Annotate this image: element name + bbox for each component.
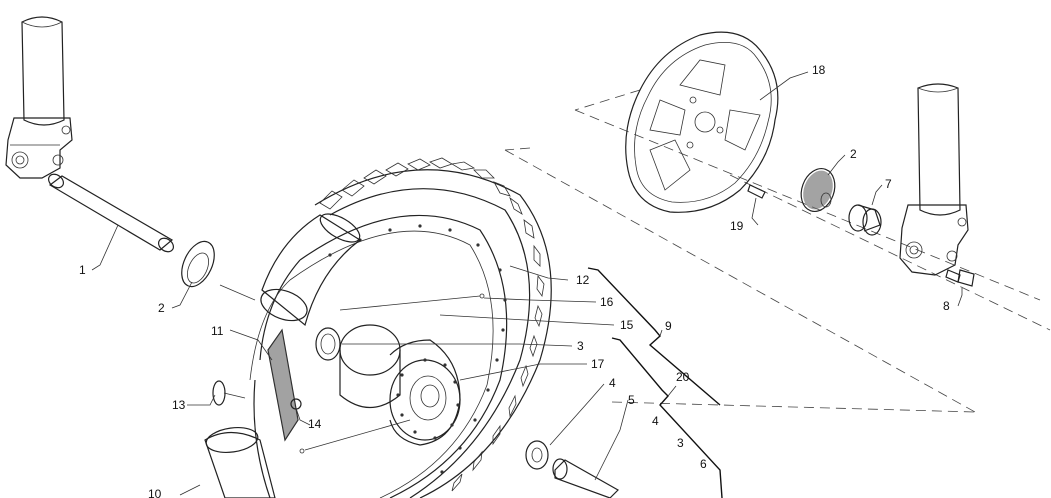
callout-1: 1 <box>79 263 86 277</box>
assembly-axis-lines <box>504 89 1051 413</box>
callout-13: 13 <box>172 398 186 412</box>
lower-spacer-parts <box>525 440 619 498</box>
callout-4-right: 4 <box>652 414 659 428</box>
callout-labels: 1 2 11 13 14 10 12 16 15 9 3 17 20 4 5 4… <box>79 63 950 498</box>
callout-11: 11 <box>211 324 224 338</box>
callout-20: 20 <box>676 370 690 384</box>
fork-leg-left-icon <box>5 16 73 179</box>
callout-7: 7 <box>885 177 892 191</box>
leader-lines <box>91 71 963 496</box>
callout-16: 16 <box>600 295 614 309</box>
hub-part <box>339 324 461 446</box>
fork-leg-right-icon <box>899 83 969 276</box>
group-bracket-20 <box>611 337 723 498</box>
group-bracket-9 <box>587 267 721 406</box>
callout-2-left: 2 <box>158 301 165 315</box>
spacer-right-part <box>800 168 836 212</box>
callout-3-upper: 3 <box>577 339 584 353</box>
callout-3-lower: 3 <box>677 436 684 450</box>
callout-18: 18 <box>812 63 826 77</box>
brake-disc-icon <box>625 31 779 213</box>
spoke-part <box>299 293 485 454</box>
callout-9: 9 <box>665 319 672 333</box>
disc-bolt-part <box>747 184 766 199</box>
callout-2-right: 2 <box>850 147 857 161</box>
callout-5: 5 <box>628 393 635 407</box>
bearing-left-part <box>315 327 341 361</box>
callout-12: 12 <box>576 273 590 287</box>
inner-tube-part <box>204 213 362 498</box>
spacer-left-part <box>181 240 215 288</box>
callout-6: 6 <box>700 457 707 471</box>
callout-4-left: 4 <box>609 376 616 390</box>
wheel-icon <box>249 157 552 498</box>
fork-bolt-part <box>945 269 975 287</box>
callout-15: 15 <box>620 318 634 332</box>
callout-14: 14 <box>308 417 322 431</box>
callout-19: 19 <box>730 219 744 233</box>
callout-10: 10 <box>148 487 162 498</box>
bushing-part <box>848 204 882 236</box>
callout-8: 8 <box>943 299 950 313</box>
callout-17: 17 <box>591 357 605 371</box>
axle-part <box>47 173 175 253</box>
